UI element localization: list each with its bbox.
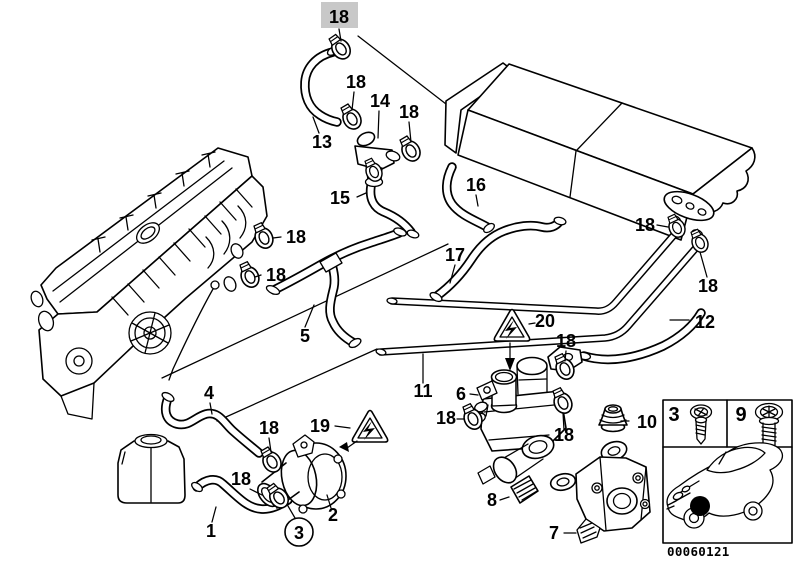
legend-callout-9[interactable]: 9 bbox=[735, 404, 746, 426]
callout-labels: 18 18 14 18 13 15 16 17 18 18 5 4 18 18 … bbox=[204, 2, 718, 547]
intake-runners bbox=[205, 205, 247, 269]
expansion-tank bbox=[117, 433, 186, 504]
callout-14[interactable]: 14 bbox=[370, 91, 390, 111]
warning-triangle-20 bbox=[493, 308, 531, 371]
car-location-image bbox=[666, 442, 784, 529]
callout-2[interactable]: 2 bbox=[328, 505, 338, 525]
callout-18[interactable]: 18 bbox=[436, 408, 456, 428]
callout-18[interactable]: 18 bbox=[259, 418, 279, 438]
adhesive-pad bbox=[510, 475, 539, 504]
callout-8[interactable]: 8 bbox=[487, 490, 497, 510]
callout-18[interactable]: 18 bbox=[635, 215, 655, 235]
pulley-spokes bbox=[130, 312, 170, 354]
callout-11[interactable]: 11 bbox=[413, 381, 432, 401]
callout-18-highlighted[interactable]: 18 bbox=[329, 7, 349, 27]
callout-18[interactable]: 18 bbox=[266, 265, 286, 285]
legend-callout-3[interactable]: 3 bbox=[668, 404, 679, 426]
screw-3-icon bbox=[689, 404, 713, 445]
clamp-18 bbox=[235, 259, 263, 291]
location-dot bbox=[690, 496, 710, 516]
callout-16[interactable]: 16 bbox=[466, 175, 486, 195]
clamp-18 bbox=[395, 132, 425, 166]
spark-plug-studs bbox=[91, 151, 216, 253]
callout-10[interactable]: 10 bbox=[637, 412, 657, 432]
rubber-grommet bbox=[598, 404, 628, 433]
construction-lines bbox=[161, 35, 449, 422]
mounting-bracket bbox=[549, 440, 651, 544]
heater-core bbox=[444, 62, 756, 241]
circled-callout-3[interactable]: 3 bbox=[284, 517, 314, 547]
callout-18[interactable]: 18 bbox=[286, 227, 306, 247]
callout-3[interactable]: 3 bbox=[294, 523, 304, 543]
callout-17[interactable]: 17 bbox=[445, 245, 465, 265]
callout-5[interactable]: 5 bbox=[300, 326, 310, 346]
coolant-stub-lower bbox=[223, 276, 237, 292]
callout-18[interactable]: 18 bbox=[556, 331, 576, 351]
valve-motor-cap bbox=[492, 456, 518, 484]
coolant-stub-upper bbox=[230, 243, 244, 259]
callout-15[interactable]: 15 bbox=[330, 188, 350, 208]
callout-6[interactable]: 6 bbox=[456, 384, 466, 404]
legend-box: 3 9 bbox=[662, 399, 793, 544]
water-pipes bbox=[375, 231, 699, 356]
highlight-badge bbox=[321, 2, 358, 28]
warning-triangle-19 bbox=[339, 409, 389, 452]
callout-7[interactable]: 7 bbox=[549, 523, 559, 543]
callout-20[interactable]: 20 bbox=[535, 311, 555, 331]
cylinder-ribs bbox=[111, 188, 253, 316]
callout-18[interactable]: 18 bbox=[231, 469, 251, 489]
bracket-tab bbox=[576, 518, 601, 544]
callout-18[interactable]: 18 bbox=[399, 102, 419, 122]
callout-12[interactable]: 12 bbox=[695, 312, 715, 332]
clamp-18 bbox=[336, 100, 366, 134]
leader-lines bbox=[209, 28, 708, 534]
callout-18[interactable]: 18 bbox=[346, 72, 366, 92]
engine-block bbox=[30, 147, 268, 420]
callout-4[interactable]: 4 bbox=[204, 383, 214, 403]
callout-1[interactable]: 1 bbox=[206, 521, 216, 541]
image-code: 00060121 bbox=[667, 544, 730, 559]
dipstick bbox=[168, 288, 214, 381]
callout-18[interactable]: 18 bbox=[698, 276, 718, 296]
screw-9-icon bbox=[754, 402, 784, 449]
callout-18[interactable]: 18 bbox=[554, 425, 574, 445]
hoses bbox=[161, 46, 706, 514]
callout-13[interactable]: 13 bbox=[312, 132, 332, 152]
callout-19[interactable]: 19 bbox=[310, 416, 330, 436]
